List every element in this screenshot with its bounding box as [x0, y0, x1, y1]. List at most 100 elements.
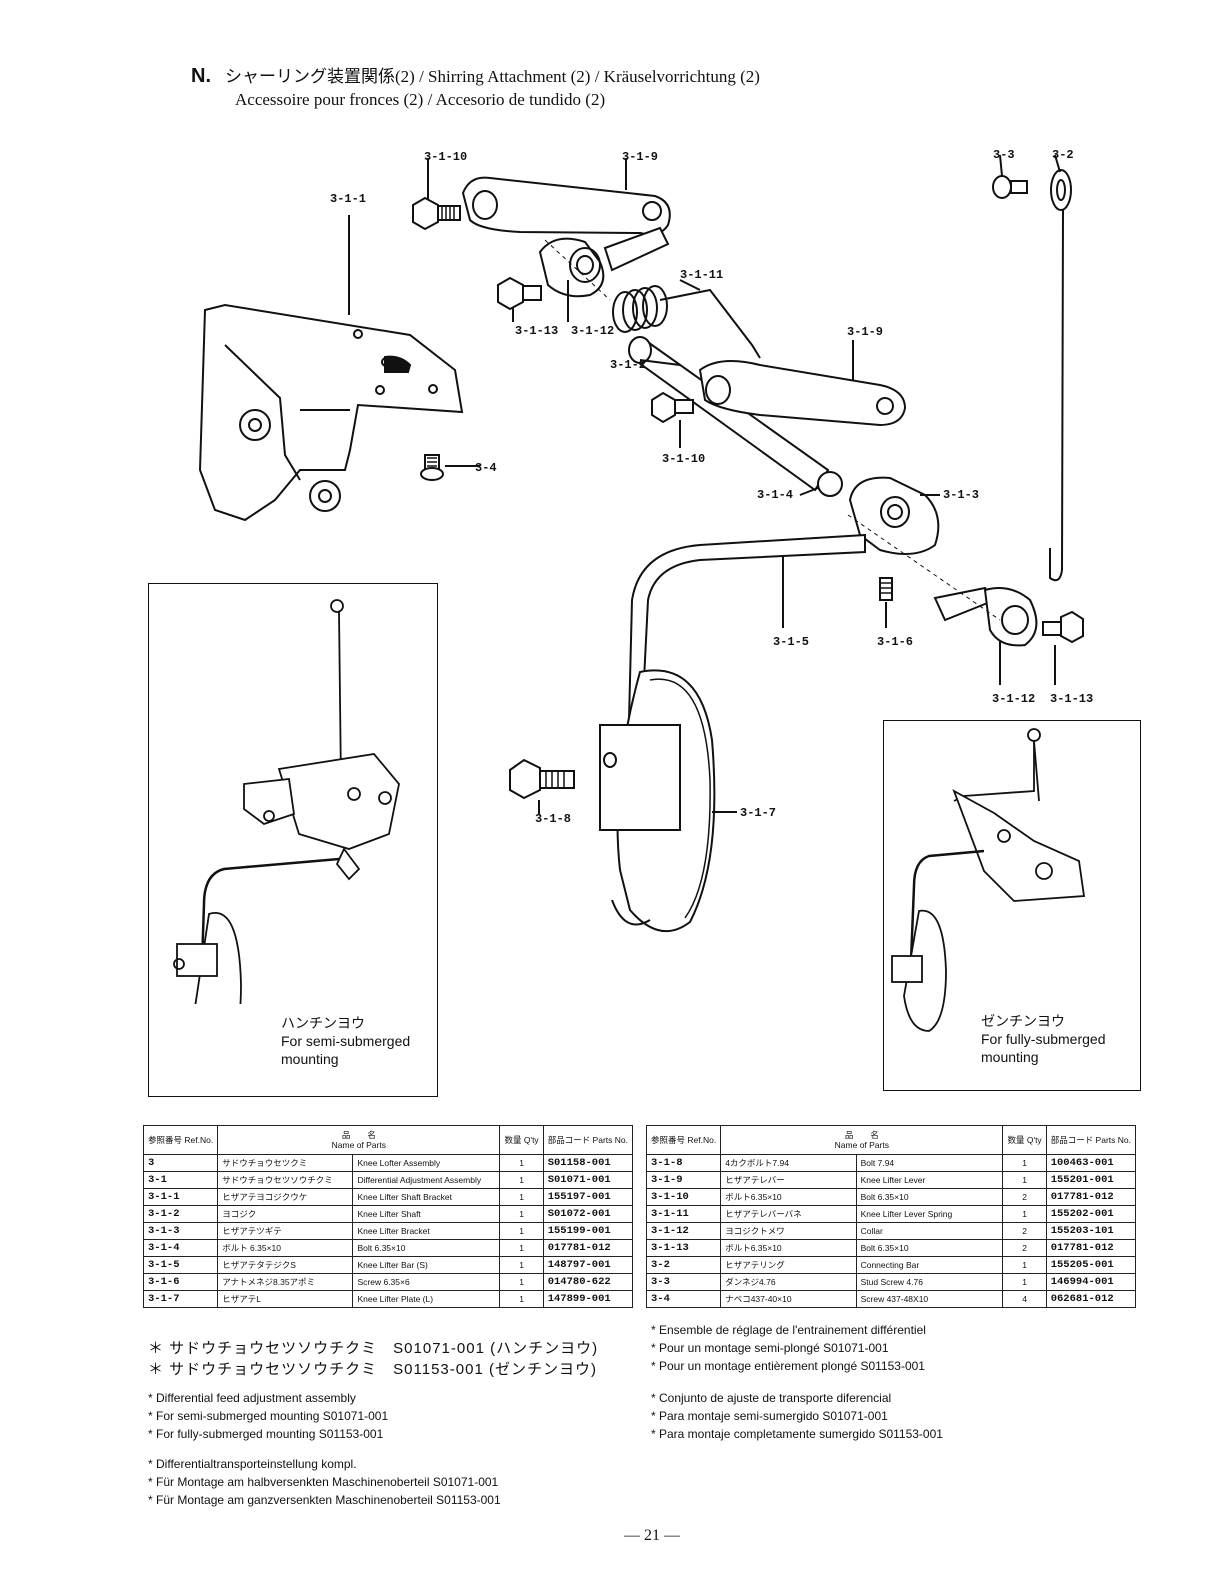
- name-cell: Collar: [855, 1222, 1004, 1240]
- name-cell: Bolt 6.35×10: [855, 1239, 1004, 1257]
- jp-name-cell: ヒザアテツギテ: [217, 1222, 354, 1240]
- spanish-notes: * Conjunto de ajuste de transporte difer…: [651, 1389, 943, 1443]
- fr-note-2: * Pour un montage semi-plongé S01071-001: [651, 1341, 889, 1355]
- jp-name-cell: アナトメネジ8.35アポミ: [217, 1273, 354, 1291]
- name-cell: Stud Screw 4.76: [855, 1273, 1004, 1291]
- qty-cell: 2: [1002, 1222, 1047, 1240]
- callout-3-2: 3-2: [1052, 148, 1074, 162]
- name-cell: Knee Lifter Shaft: [352, 1205, 501, 1223]
- ref-cell: 3-1: [142, 1171, 219, 1189]
- ref-cell: 3-1-10: [645, 1188, 722, 1206]
- jp-name-cell: ボルト6.35×10: [720, 1188, 857, 1206]
- jp-name-cell: ヒザアテヨコジクウケ: [217, 1188, 354, 1206]
- part-no-cell: 155202-001: [1045, 1205, 1137, 1223]
- part-no-cell: 155197-001: [542, 1188, 634, 1206]
- jp-name-cell: ヒザアテリング: [720, 1256, 857, 1274]
- callout-3-1-13-lower: 3-1-13: [1050, 692, 1094, 706]
- qty-cell: 1: [1002, 1171, 1047, 1189]
- japanese-notes: ＊ サドウチョウセツソウチクミ S01071-001 (ハンチンヨウ) ＊ サド…: [148, 1338, 598, 1380]
- name-cell: Knee Lofter Assembly: [352, 1154, 501, 1172]
- jp-name-cell: ヨコジクトメワ: [720, 1222, 857, 1240]
- qty-cell: 1: [499, 1188, 544, 1206]
- header-name-jp: 品 名: [341, 1130, 376, 1140]
- callout-3-1-13: 3-1-13: [515, 324, 559, 338]
- en-note-1: * Differential feed adjustment assembly: [148, 1391, 356, 1405]
- callout-3-1-10: 3-1-10: [424, 150, 468, 164]
- qty-cell: 1: [499, 1239, 544, 1257]
- collar-3-1-12-top: [538, 226, 670, 298]
- ref-cell: 3-2: [645, 1256, 722, 1274]
- bolt-3-1-8: [509, 758, 575, 800]
- ref-cell: 3-1-3: [142, 1222, 219, 1240]
- bolt-3-1-13-top: [497, 276, 542, 311]
- jp-name-cell: 4カクボルト7.94: [720, 1154, 857, 1172]
- full-caption: ゼンチンヨウ For fully-submerged mounting: [981, 1012, 1106, 1066]
- knee-lifter-lever-spring: [612, 285, 761, 359]
- title-line-1: シャーリング装置関係(2) / Shirring Attachment (2) …: [225, 67, 760, 86]
- callout-3-1-4: 3-1-4: [757, 488, 794, 502]
- callout-3-1-3: 3-1-3: [943, 488, 980, 502]
- en-note-2: * For semi-submerged mounting S01071-001: [148, 1409, 389, 1423]
- semi-caption-en1: For semi-submerged: [281, 1033, 411, 1049]
- collar-3-1-12-lower: [933, 586, 1038, 647]
- qty-cell: 2: [1002, 1239, 1047, 1257]
- full-caption-en1: For fully-submerged: [981, 1031, 1106, 1047]
- en-note-3: * For fully-submerged mounting S01153-00…: [148, 1427, 384, 1441]
- name-cell: Bolt 6.35×10: [352, 1239, 501, 1257]
- semi-caption-jp: ハンチンヨウ: [281, 1015, 365, 1031]
- jp-name-cell: ダンネジ4.76: [720, 1273, 857, 1291]
- french-notes: * Ensemble de réglage de l'entrainement …: [651, 1321, 926, 1375]
- jp-note-2: ＊ サドウチョウセツソウチクミ S01153-001 (ゼンチンヨウ): [148, 1361, 597, 1378]
- knee-lifter-bracket: [817, 471, 940, 555]
- section-letter: N.: [191, 65, 211, 87]
- ref-cell: 3-1-6: [142, 1273, 219, 1291]
- part-no-cell: S01072-001: [542, 1205, 634, 1223]
- part-no-cell: 017781-012: [1045, 1188, 1137, 1206]
- part-no-cell: 155201-001: [1045, 1171, 1137, 1189]
- jp-name-cell: ボルト6.35×10: [720, 1239, 857, 1257]
- callout-3-1-1: 3-1-1: [330, 192, 367, 206]
- name-cell: Screw 437-48X10: [855, 1290, 1004, 1308]
- qty-cell: 1: [499, 1205, 544, 1223]
- knee-lifter-lever-lower: [698, 360, 907, 427]
- part-no-cell: 014780-622: [542, 1273, 634, 1291]
- part-no-cell: 100463-001: [1045, 1154, 1137, 1172]
- part-no-cell: S01071-001: [542, 1171, 634, 1189]
- english-notes: * Differential feed adjustment assembly …: [148, 1389, 388, 1443]
- header-name-jp: 品 名: [844, 1130, 879, 1140]
- qty-cell: 1: [499, 1222, 544, 1240]
- ref-cell: 3: [142, 1154, 219, 1172]
- qty-cell: 4: [1002, 1290, 1047, 1308]
- de-note-3: * Für Montage am ganzversenkten Maschine…: [148, 1493, 501, 1507]
- header-partno: 部品コード Parts No.: [542, 1125, 634, 1155]
- name-cell: Knee Lifter Shaft Bracket: [352, 1188, 501, 1206]
- header-qty: 数量 Q'ty: [1002, 1125, 1047, 1155]
- knee-lifter-shaft-bracket: [198, 303, 464, 522]
- name-cell: Knee Lifter Plate (L): [352, 1290, 501, 1308]
- qty-cell: 1: [1002, 1256, 1047, 1274]
- part-no-cell: 017781-012: [1045, 1239, 1137, 1257]
- ref-cell: 3-1-4: [142, 1239, 219, 1257]
- callout-3-1-7: 3-1-7: [740, 806, 777, 820]
- de-note-2: * Für Montage am halbversenkten Maschine…: [148, 1475, 499, 1489]
- es-note-2: * Para montaje semi-sumergido S01071-001: [651, 1409, 888, 1423]
- title-line-2: Accessoire pour fronces (2) / Accesorio …: [235, 90, 606, 109]
- header-name-en: Name of Parts: [834, 1140, 889, 1150]
- jp-name-cell: サドウチョウセツソウチクミ: [217, 1171, 354, 1189]
- name-cell: Knee Lifter Bracket: [352, 1222, 501, 1240]
- ref-cell: 3-1-9: [645, 1171, 722, 1189]
- name-cell: Bolt 6.35×10: [855, 1188, 1004, 1206]
- german-notes: * Differentialtransporteinstellung kompl…: [148, 1455, 501, 1509]
